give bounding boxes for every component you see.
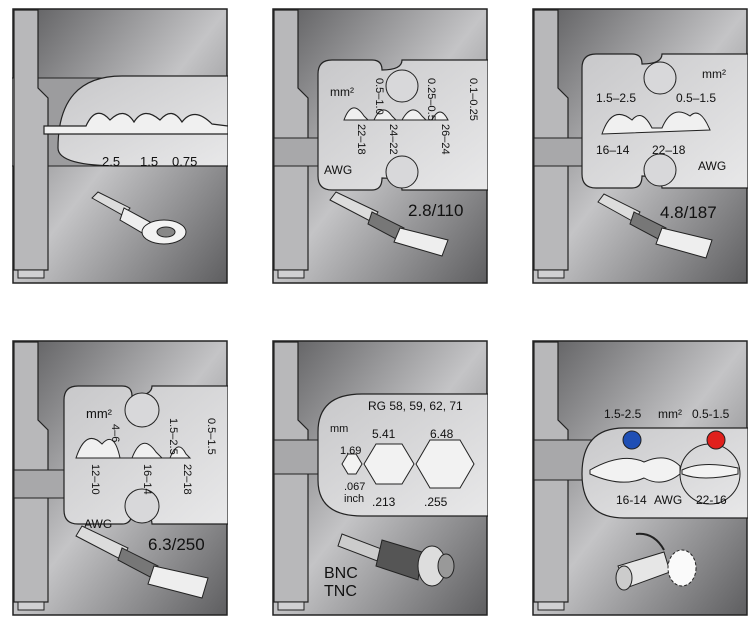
die-foot [537, 269, 565, 279]
unit-inch: inch [344, 493, 364, 505]
awg-label-22-18: 22–18 [652, 143, 686, 157]
flat-receptacle-icon [329, 191, 449, 257]
awg-label-16-14: 16–14 [596, 143, 630, 157]
die-panel-ring-terminal: 2.5 1.5 0.75 [12, 8, 228, 284]
die-panel-coax: RG 58, 59, 62, 71 mm 1.69 5.41 6.48 .067… [272, 340, 488, 616]
awg-label-26-24: 26–24 [439, 124, 451, 155]
connector-type-bnc: BNC [324, 565, 358, 582]
size-label-4-6: 4–6 [109, 424, 121, 442]
die-foot [17, 601, 45, 611]
size-label-1-5: 1.5 [140, 154, 158, 169]
hex-die-5-41 [363, 443, 415, 485]
unit-awg: AWG [324, 163, 352, 177]
color-dot-blue [622, 430, 642, 450]
die-panel-2-8-110: mm² 0.5–1.0 0.25–0.5 0.1–0.25 22–18 24–2… [272, 8, 488, 284]
flat-receptacle-icon [597, 193, 713, 259]
awg-label-12-10: 12–10 [89, 464, 101, 495]
awg-label-16-14: 16-14 [616, 493, 647, 507]
size-label-0-5-1-5: 0.5-1.5 [692, 407, 730, 421]
die-panel-4-8-187: mm² 1.5–2.5 0.5–1.5 16–14 22–18 AWG 4.8/… [532, 8, 748, 284]
die-panel-insulated: 1.5-2.5 mm² 0.5-1.5 16-14 AWG 22-16 [532, 340, 748, 616]
unit-mm2: mm² [702, 67, 726, 81]
size-label-1-5-2-5: 1.5-2.5 [604, 407, 642, 421]
round-die-upper [385, 69, 419, 103]
awg-label-24-22: 24–22 [387, 124, 399, 155]
size-label-0-75: 0.75 [172, 154, 197, 169]
round-die-upper [643, 61, 677, 95]
round-die-lower [643, 153, 677, 187]
round-die-lower [124, 488, 160, 524]
crimp-profile-large [589, 457, 681, 483]
die-foot [17, 269, 45, 279]
round-die-lower [385, 155, 419, 189]
crimp-profile [43, 112, 228, 135]
awg-label-16-14: 16–14 [141, 464, 153, 495]
size-label-2-5: 2.5 [102, 154, 120, 169]
insulated-terminal-icon [615, 532, 697, 591]
size-label-0-1-0-25: 0.1–0.25 [467, 78, 479, 121]
size-label-0-25-0-5: 0.25–0.5 [425, 78, 437, 121]
unit-awg: AWG [84, 517, 112, 531]
awg-label-22-16: 22-16 [696, 493, 727, 507]
size-label-213: .213 [372, 495, 396, 509]
size-label-1-5-2-5: 1.5–2.5 [596, 91, 636, 105]
size-label-0-5-1-5: 0.5–1.5 [676, 91, 716, 105]
terminal-size-label: 2.8/110 [408, 201, 463, 220]
crimp-profile [343, 107, 449, 121]
round-die-upper [124, 392, 160, 428]
die-foot [537, 601, 565, 611]
cable-types-label: RG 58, 59, 62, 71 [368, 399, 463, 413]
ring-terminal-icon [91, 191, 187, 245]
color-dot-red [706, 430, 726, 450]
bnc-connector-icon [337, 533, 455, 587]
unit-awg: AWG [654, 493, 682, 507]
die-foot [277, 601, 305, 611]
connector-type-tnc: TNC [324, 583, 357, 600]
unit-awg: AWG [698, 159, 726, 173]
crimp-profile [75, 437, 192, 459]
terminal-size-label: 6.3/250 [148, 535, 205, 554]
size-label-067: .067 [344, 481, 365, 493]
unit-mm: mm [330, 423, 348, 435]
awg-label-22-18: 22–18 [355, 124, 367, 155]
die-panel-6-3-250: mm² 4–6 1.5–2.5 0.5–1.5 12–10 16–14 22–1… [12, 340, 228, 616]
crimp-profile [601, 111, 711, 135]
unit-mm2: mm² [658, 407, 682, 421]
size-label-255: .255 [424, 495, 448, 509]
awg-label-22-18: 22–18 [181, 464, 193, 495]
size-label-0-5-1-0: 0.5–1.0 [373, 78, 385, 115]
size-label-6-48: 6.48 [430, 427, 454, 441]
crimp-profile-small [681, 464, 739, 479]
die-side-bar [13, 9, 49, 271]
die-foot [277, 269, 305, 279]
flat-receptacle-icon [75, 525, 209, 599]
terminal-size-label: 4.8/187 [660, 203, 717, 222]
unit-mm2: mm² [330, 85, 354, 99]
size-label-5-41: 5.41 [372, 427, 396, 441]
hex-die-1-69 [341, 453, 363, 475]
size-label-1-69: 1.69 [340, 445, 361, 457]
unit-mm2: mm² [86, 406, 113, 421]
crimp-window [317, 59, 488, 191]
size-label-1-5-2-5: 1.5–2.5 [167, 418, 179, 455]
hex-die-6-48 [415, 439, 475, 489]
size-label-0-5-1-5: 0.5–1.5 [205, 418, 217, 455]
